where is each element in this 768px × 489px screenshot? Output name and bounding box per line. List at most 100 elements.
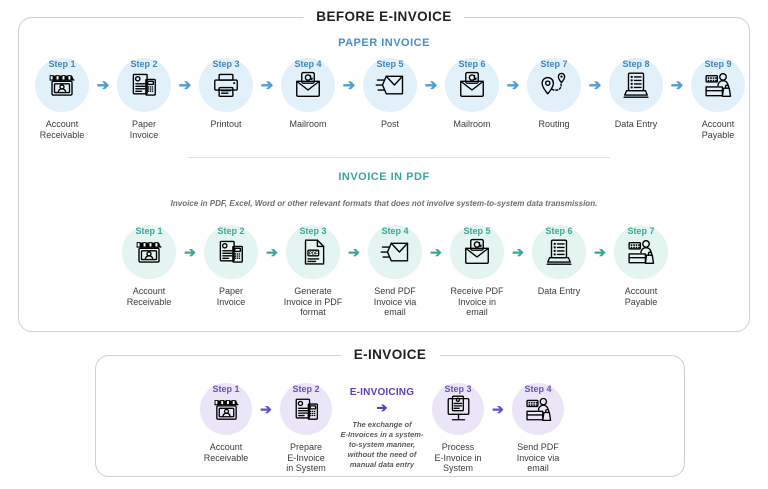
step-label: Account Receivable <box>39 119 85 140</box>
step-bubble: Step 1 <box>200 383 252 435</box>
step-label: Account Payable <box>701 119 735 140</box>
step-label: Routing <box>538 119 570 129</box>
step-number: Step 2 <box>130 59 158 69</box>
step-item[interactable]: Step 4 Mailroom <box>276 58 340 130</box>
desktop-invoice-icon <box>444 395 473 424</box>
step-bubble: Step 6 <box>532 225 586 279</box>
step-number: Step 2 <box>292 384 320 394</box>
step-label: Post <box>380 119 399 129</box>
flow-arrow-icon: ➔ <box>588 76 602 94</box>
send-envelope-icon <box>380 237 410 267</box>
step-item[interactable]: Step 1 Account Receivable <box>118 225 180 307</box>
flow-arrow-icon: ➔ <box>424 76 438 94</box>
step-number: Step 2 <box>217 226 245 236</box>
e-invoicing-callout-body: The exchange of E-Invoices in a system- … <box>340 419 424 470</box>
step-number: Step 5 <box>463 226 491 236</box>
mailbox-at-icon <box>293 70 323 100</box>
step-item[interactable]: Step 3 Process E-Invoice in System <box>428 383 488 474</box>
step-number: Step 4 <box>294 59 322 69</box>
step-item[interactable]: Step 7 Account Payable <box>610 225 672 307</box>
paper-invoice-icon <box>292 395 321 424</box>
storefront-icon <box>212 395 241 424</box>
step-bubble: Step 2 <box>204 225 258 279</box>
step-label: Generate Invoice in PDF format <box>283 286 343 318</box>
step-label: Account Payable <box>624 286 658 307</box>
section-divider <box>188 157 610 158</box>
step-label: Account Receivable <box>203 442 249 463</box>
mailbox-at-icon <box>457 70 487 100</box>
before-einvoice-title: BEFORE E-INVOICE <box>303 9 465 24</box>
step-item[interactable]: Step 3 Printout <box>194 58 258 130</box>
step-item[interactable]: Step 5 Receive PDF Invoice in email <box>446 225 508 318</box>
step-number: Step 7 <box>627 226 655 236</box>
account-payable-icon <box>626 237 656 267</box>
step-bubble: Step 4 <box>512 383 564 435</box>
account-payable-icon <box>524 395 553 424</box>
step-bubble: Step 7 <box>614 225 668 279</box>
e-invoicing-callout: E-INVOICING➔The exchange of E-Invoices i… <box>336 383 428 470</box>
flow-arrow-icon: ➔ <box>260 401 272 417</box>
step-bubble: Step 3 <box>432 383 484 435</box>
invoice-in-pdf-heading: INVOICE IN PDF <box>338 171 430 183</box>
step-item[interactable]: Step 7 Routing <box>522 58 586 130</box>
flow-arrow-icon: ➔ <box>266 244 278 260</box>
step-label: Mailroom <box>289 119 327 129</box>
step-label: Paper Invoice <box>216 286 246 307</box>
step-item[interactable]: Step 1 Account Receivable <box>196 383 256 463</box>
flow-arrow-icon: ➔ <box>96 76 110 94</box>
step-label: Account Receivable <box>126 286 172 307</box>
step-item[interactable]: Step 2 Paper Invoice <box>200 225 262 307</box>
flow-arrow-icon: ➔ <box>430 244 442 260</box>
step-item[interactable]: Step 6 Mailroom <box>440 58 504 130</box>
flow-arrow-icon: ➔ <box>512 244 524 260</box>
einvoice-card: E-INVOICE <box>95 347 685 477</box>
step-bubble: Step 1 <box>122 225 176 279</box>
mailbox-at-icon <box>462 237 492 267</box>
pdf-file-icon: PDF <box>298 237 328 267</box>
step-bubble: Step 2 <box>280 383 332 435</box>
step-number: Step 3 <box>444 384 472 394</box>
step-number: Step 4 <box>381 226 409 236</box>
step-label: Mailroom <box>453 119 491 129</box>
e-invoicing-callout-arrow-icon: ➔ <box>376 400 388 415</box>
account-payable-icon <box>703 70 733 100</box>
step-number: Step 3 <box>212 59 240 69</box>
step-number: Step 1 <box>212 384 240 394</box>
flow-arrow-icon: ➔ <box>670 76 684 94</box>
step-bubble: Step 4 <box>281 58 335 112</box>
svg-text:PDF: PDF <box>309 251 318 256</box>
step-number: Step 6 <box>545 226 573 236</box>
flow-arrow-icon: ➔ <box>184 244 196 260</box>
step-label: Process E-Invoice in System <box>434 442 482 474</box>
step-number: Step 8 <box>622 59 650 69</box>
step-number: Step 7 <box>540 59 568 69</box>
step-bubble: Step 2 <box>117 58 171 112</box>
step-number: Step 4 <box>524 384 552 394</box>
route-pin-icon <box>539 70 569 100</box>
step-label: Receive PDF Invoice in email <box>450 286 504 318</box>
flow-arrow-icon: ➔ <box>260 76 274 94</box>
einvoice-title: E-INVOICE <box>340 347 440 362</box>
step-item[interactable]: Step 6 Data Entry <box>528 225 590 297</box>
step-label: Data Entry <box>537 286 581 296</box>
storefront-icon <box>47 70 77 100</box>
step-bubble: Step 4 <box>368 225 422 279</box>
step-bubble: Step 6 <box>445 58 499 112</box>
storefront-icon <box>134 237 164 267</box>
paper-invoice-icon <box>129 70 159 100</box>
step-label: Printout <box>210 119 242 129</box>
step-bubble: Step 8 <box>609 58 663 112</box>
